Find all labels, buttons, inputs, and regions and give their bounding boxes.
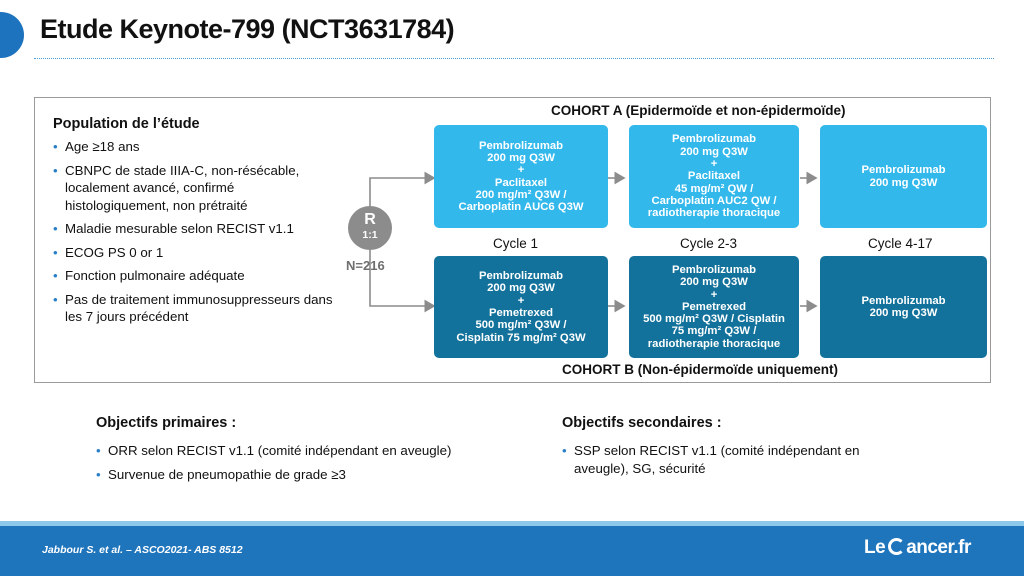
footer-citation: Jabbour S. et al. – ASCO2021- ABS 8512 bbox=[42, 544, 243, 556]
slide-title: Etude Keynote-799 (NCT3631784) bbox=[40, 14, 455, 44]
logo-c-icon bbox=[888, 538, 906, 555]
sample-size: N=216 bbox=[346, 258, 385, 273]
footer-accent-strip bbox=[0, 521, 1024, 527]
population-item: •CBNPC de stade IIIA-C, non-résécable, l… bbox=[53, 162, 300, 213]
population-item: •ECOG PS 0 or 1 bbox=[53, 244, 164, 260]
cohort-a-cycle2-box: Pembrolizumab 200 mg Q3W + Paclitaxel 45… bbox=[629, 125, 799, 228]
bullet-icon: • bbox=[96, 443, 101, 458]
bullet-icon: • bbox=[53, 244, 58, 260]
cohort-b-cycle2-box: Pembrolizumab 200 mg Q3W + Pemetrexed 50… bbox=[629, 256, 799, 358]
secondary-objective-item: •SSP selon RECIST v1.1 (comité indépenda… bbox=[562, 443, 860, 476]
rand-to-cohort-b-arrow bbox=[369, 250, 436, 313]
secondary-objectives-title: Objectifs secondaires : bbox=[562, 415, 722, 431]
population-item: •Pas de traitement immunosuppresseurs da… bbox=[53, 291, 333, 325]
cohort-a-cycle3-box: Pembrolizumab 200 mg Q3W bbox=[820, 125, 987, 228]
primary-objectives-list: •ORR selon RECIST v1.1 (comité indépenda… bbox=[96, 442, 526, 489]
primary-objective-item: •Survenue de pneumopathie de grade ≥3 bbox=[96, 466, 346, 482]
bullet-icon: • bbox=[53, 291, 58, 307]
cohort-a-cycle1-box: Pembrolizumab 200 mg Q3W + Paclitaxel 20… bbox=[434, 125, 608, 228]
bullet-icon: • bbox=[53, 139, 58, 154]
population-title: Population de l’étude bbox=[53, 116, 200, 132]
population-item: •Fonction pulmonaire adéquate bbox=[53, 268, 245, 283]
population-item: •Maladie mesurable selon RECIST v1.1 bbox=[53, 221, 294, 236]
title-divider bbox=[34, 58, 994, 59]
cycle-4-17-label: Cycle 4-17 bbox=[868, 236, 933, 251]
secondary-objectives-list: •SSP selon RECIST v1.1 (comité indépenda… bbox=[562, 442, 907, 483]
study-design-frame bbox=[34, 97, 991, 383]
cohort-a-label: COHORT A (Epidermoïde et non-épidermoïde… bbox=[551, 103, 846, 118]
cycle-1-label: Cycle 1 bbox=[493, 236, 539, 251]
randomization-circle: R 1:1 bbox=[348, 206, 392, 250]
cohort-b-cycle3-box: Pembrolizumab 200 mg Q3W bbox=[820, 256, 987, 358]
primary-objective-item: •ORR selon RECIST v1.1 (comité indépenda… bbox=[96, 443, 452, 458]
population-list: •Age ≥18 ans •CBNPC de stade IIIA-C, non… bbox=[53, 138, 338, 332]
rand-to-cohort-a-arrow bbox=[369, 171, 436, 206]
cohort-b-label: COHORT B (Non-épidermoïde uniquement) bbox=[562, 362, 838, 377]
population-item: •Age ≥18 ans bbox=[53, 139, 140, 154]
bullet-icon: • bbox=[53, 268, 58, 283]
randomization-ratio: 1:1 bbox=[362, 229, 378, 241]
bullet-icon: • bbox=[53, 221, 58, 236]
bullet-icon: • bbox=[96, 466, 101, 482]
cohort-b-cycle1-box: Pembrolizumab 200 mg Q3W + Pemetrexed 50… bbox=[434, 256, 608, 358]
bullet-icon: • bbox=[53, 162, 58, 178]
cycle-2-3-label: Cycle 2-3 bbox=[680, 236, 738, 251]
bullet-icon: • bbox=[562, 443, 567, 458]
randomization-letter: R bbox=[364, 211, 376, 228]
primary-objectives-title: Objectifs primaires : bbox=[96, 415, 237, 431]
footer-bar bbox=[0, 526, 1024, 576]
